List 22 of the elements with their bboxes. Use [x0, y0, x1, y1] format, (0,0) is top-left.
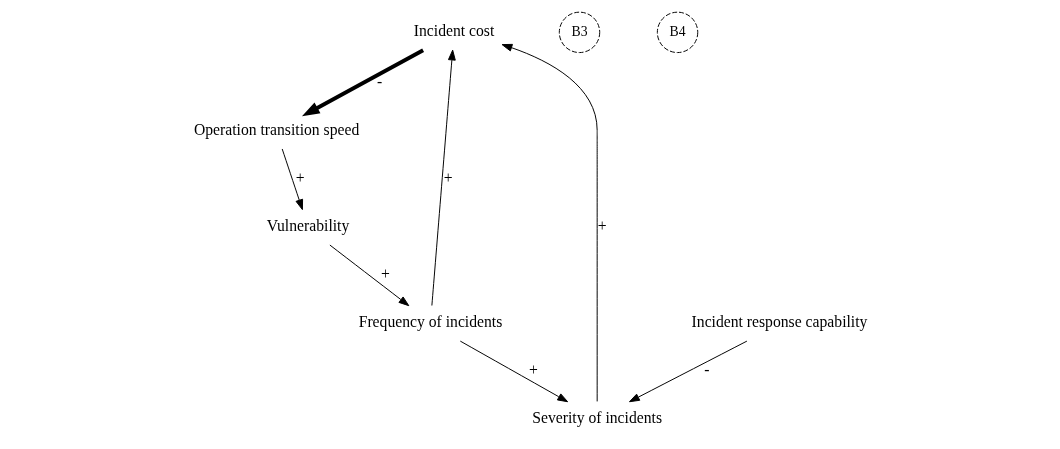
- arrow: [430, 49, 456, 306]
- node-text: Vulnerability: [266, 216, 349, 234]
- arrow: [501, 43, 598, 402]
- node-text: Severity of incidents: [531, 409, 662, 427]
- edge-label: +: [295, 168, 305, 186]
- node-text: Operation transition speed: [193, 120, 359, 138]
- edge-label: +: [528, 361, 538, 379]
- arrow: [301, 48, 424, 117]
- arrow: [628, 340, 747, 403]
- edge-label: -: [703, 361, 710, 379]
- node-text: Frequency of incidents: [358, 313, 502, 331]
- edge-label: +: [597, 216, 606, 234]
- arrow: [459, 340, 568, 403]
- edge-label: +: [380, 265, 390, 283]
- label: B4: [669, 23, 686, 39]
- label: B3: [571, 23, 588, 39]
- edge-label: +: [443, 168, 453, 186]
- arrow: [281, 148, 303, 211]
- node-text: Incident response capability: [691, 313, 867, 331]
- edge-label: -: [376, 72, 382, 90]
- arrow: [328, 244, 409, 307]
- node-text: Incident cost: [413, 22, 494, 40]
